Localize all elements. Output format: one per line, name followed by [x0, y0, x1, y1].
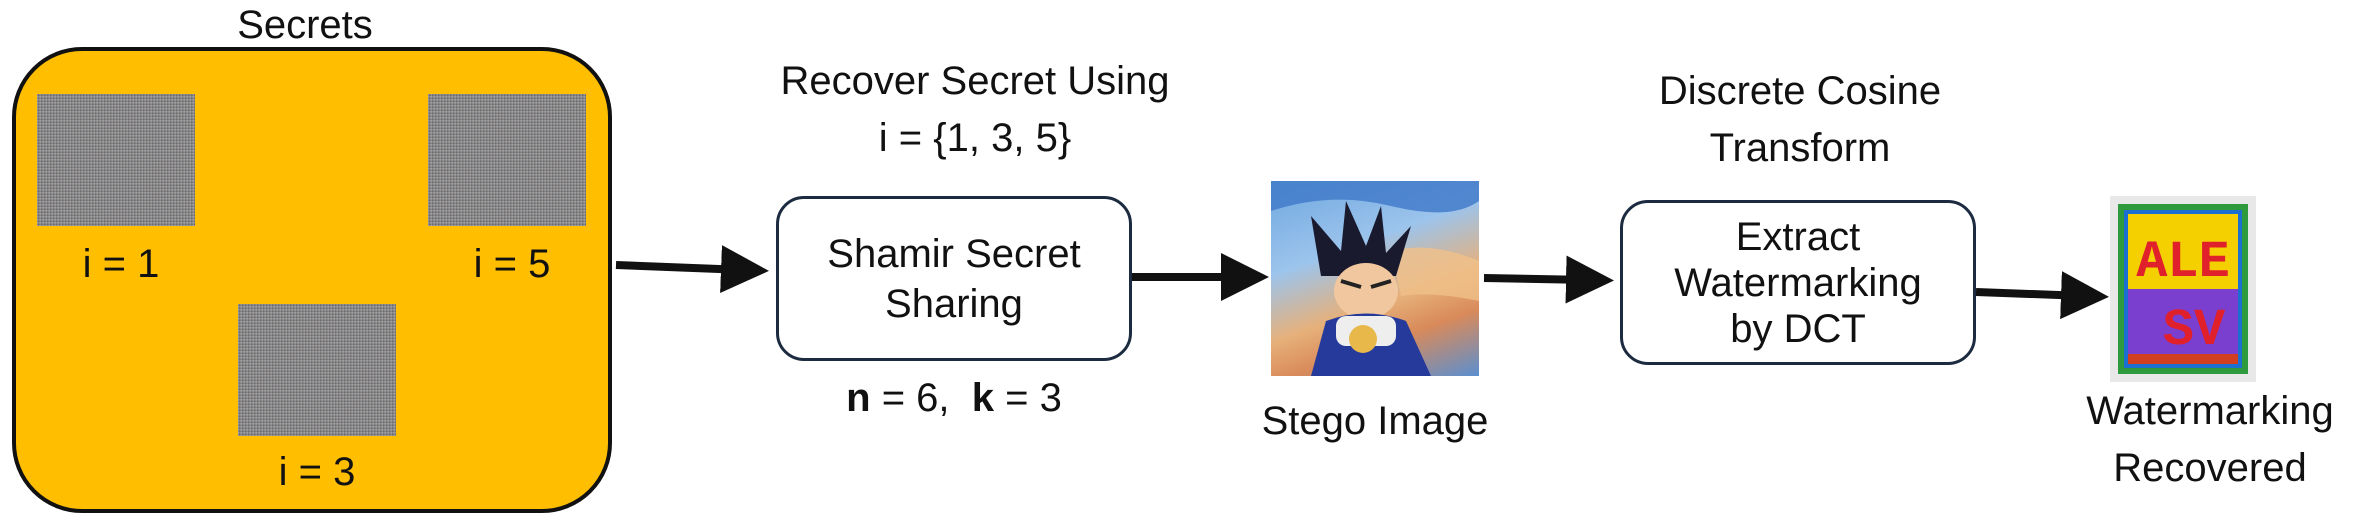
arrow-stego-to-dct: [1483, 255, 1614, 304]
dct-caption-line2: Transform: [1709, 126, 1891, 170]
param-n-symbol: n: [846, 376, 871, 420]
shamir-secret-sharing-box: Shamir Secret Sharing: [776, 196, 1132, 361]
watermark-caption-line1: Watermarking: [2086, 389, 2334, 433]
param-k-symbol: k: [971, 376, 995, 420]
watermark-text-top: ALE: [2136, 233, 2230, 292]
param-n-value: = 6,: [870, 376, 950, 420]
share-label-5: i = 3: [278, 450, 356, 494]
arrow-secrets-to-sss: [615, 245, 769, 294]
recover-caption-line1: Recover Secret Using: [780, 59, 1170, 103]
share-label-3: i = 5: [473, 242, 551, 286]
recovered-watermark-image: ALE SV: [2110, 196, 2256, 382]
secret-share-5: [238, 304, 396, 436]
secret-share-3: [428, 94, 586, 226]
arrow-dct-to-watermark: [1975, 271, 2109, 320]
sss-parameters: n = 6, k = 3: [776, 375, 1132, 421]
recover-caption-line2: i = {1, 3, 5}: [878, 116, 1072, 160]
param-k-value: = 3: [994, 376, 1062, 420]
dct-caption-line1: Discrete Cosine: [1658, 69, 1942, 113]
secrets-title: Secrets: [237, 3, 373, 47]
share-label-1: i = 1: [82, 242, 160, 286]
stego-image: [1271, 181, 1479, 376]
stego-image-label: Stego Image: [1261, 399, 1489, 443]
shamir-box-label: Shamir Secret Sharing: [827, 231, 1081, 326]
watermark-caption-line2: Recovered: [2113, 446, 2307, 490]
secret-share-1: [37, 94, 195, 226]
watermark-text-bottom: SV: [2163, 301, 2226, 360]
extract-watermark-box: Extract Watermarking by DCT: [1620, 200, 1976, 365]
extract-box-label: Extract Watermarking by DCT: [1674, 214, 1922, 351]
